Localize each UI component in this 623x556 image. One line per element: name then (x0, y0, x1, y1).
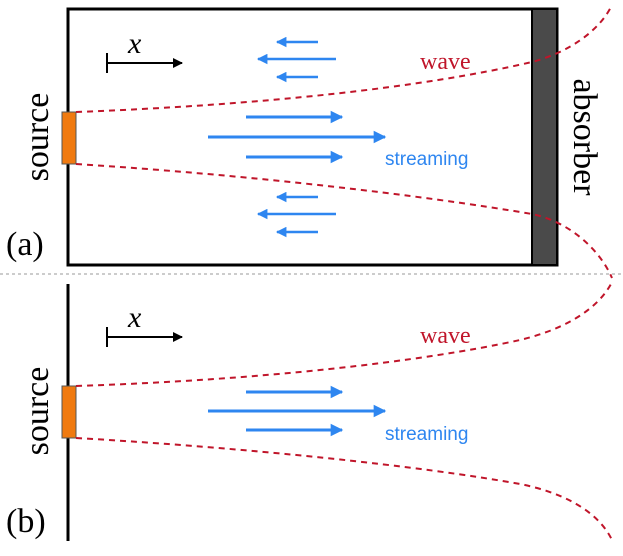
absorber-block (531, 8, 558, 266)
wave-label-a: wave (420, 49, 471, 75)
panel-label-a: (a) (6, 226, 44, 263)
absorber-label: absorber (566, 78, 603, 196)
source-emitter-a (61, 111, 77, 165)
axis-label-b: x (127, 301, 142, 334)
panel-b: x wave streaming source (b) (6, 281, 613, 541)
wave-curve-upper-b (75, 281, 613, 387)
wave-curve-lower-b (75, 437, 613, 541)
source-label-a: source (19, 93, 56, 182)
wave-curve-upper-a (75, 4, 613, 113)
wave-curve-lower-a (75, 163, 613, 279)
source-emitter-b (61, 385, 77, 439)
streaming-label-b: streaming (385, 424, 468, 445)
wave-label-b: wave (420, 323, 471, 349)
streaming-label-a: streaming (385, 149, 468, 170)
panel-a: x wave streaming source absorber (a) (6, 4, 613, 279)
panel-label-b: (b) (6, 503, 46, 540)
source-label-b: source (19, 367, 56, 456)
axis-label-a: x (127, 27, 142, 60)
